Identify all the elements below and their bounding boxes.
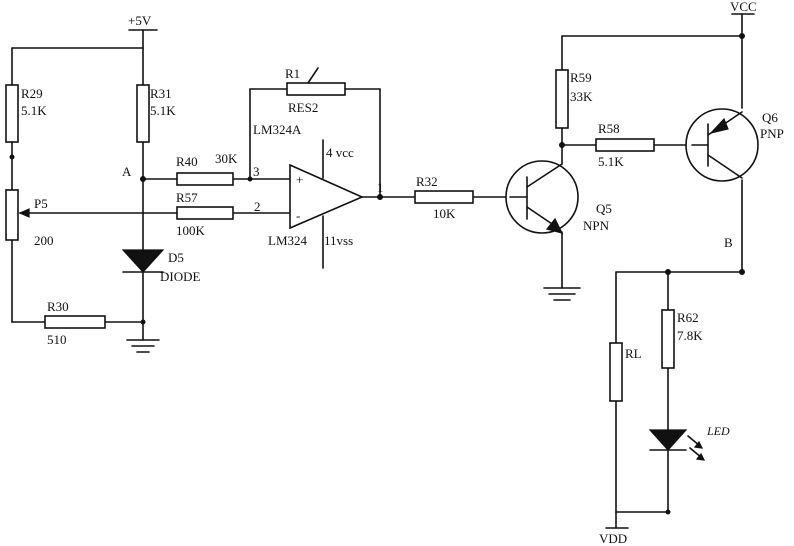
resistor-r62: R62 7.8K	[661, 309, 703, 369]
resistor-r31: R31 5.1K	[136, 84, 176, 143]
vcc-label: VCC	[730, 0, 757, 14]
q6-ref: Q6	[762, 110, 778, 125]
r58-ref: R58	[598, 121, 620, 136]
junction-r29-p5	[9, 154, 15, 160]
junction-opamp-out	[377, 194, 383, 200]
vdd-label: VDD	[599, 531, 627, 546]
wires-left	[11, 29, 291, 341]
resistor-r1: R1 RES2	[285, 66, 346, 115]
resistor-rl: RL	[609, 342, 642, 402]
resistor-r58: R58 5.1K	[595, 121, 655, 169]
r1-value: RES2	[288, 100, 318, 115]
junction-feedback-in	[247, 176, 253, 182]
q5-ref: Q5	[596, 201, 612, 216]
ground-symbol-left	[126, 339, 160, 353]
r62-ref: R62	[677, 310, 699, 325]
opamp-ref-bottom: LM324	[268, 233, 308, 248]
r57-value: 100K	[176, 223, 206, 238]
r32-value: 10K	[433, 206, 456, 221]
r40-value: 30K	[215, 151, 238, 166]
resistor-r29: R29 5.1K	[5, 84, 47, 143]
d5-value: DIODE	[160, 269, 200, 284]
r31-ref: R31	[150, 86, 172, 101]
diode-d5: D5 DIODE	[121, 249, 200, 284]
r31-value: 5.1K	[150, 103, 176, 118]
rl-ref: RL	[625, 346, 642, 361]
plus5v-rail: +5V	[128, 13, 152, 28]
resistor-r59: R59 33K	[555, 69, 593, 129]
r30-ref: R30	[47, 299, 69, 314]
junction-r62-top	[665, 269, 671, 275]
d5-ref: D5	[168, 250, 184, 265]
opamp-lm324: + - LM324A LM324 3 2 1 4 vcc 11vss	[253, 122, 384, 269]
r57-ref: R57	[176, 190, 198, 205]
opamp-pin-vss: 11vss	[324, 233, 353, 248]
transistor-q6-pnp: Q6 PNP	[685, 108, 784, 182]
junction-vcc	[739, 33, 745, 39]
transistor-q5-npn: Q5 NPN	[505, 144, 612, 289]
opamp-minus-sign: -	[296, 208, 300, 223]
p5-ref: P5	[34, 196, 48, 211]
r29-ref: R29	[21, 86, 43, 101]
resistor-r32: R32 10K	[414, 174, 474, 221]
p5-value: 200	[34, 233, 54, 248]
opamp-pin-vcc: 4 vcc	[326, 145, 354, 160]
ground-symbol-q5	[543, 287, 581, 301]
r30-value: 510	[47, 332, 67, 347]
opamp-pin-2: 2	[254, 199, 261, 214]
r32-ref: R32	[416, 174, 438, 189]
resistor-r57: R57 100K	[176, 190, 234, 238]
junction-r30	[140, 319, 146, 325]
node-a-label: A	[122, 164, 132, 179]
node-b-label: B	[724, 235, 733, 250]
vdd-rail: VDD	[599, 531, 627, 546]
q6-type: PNP	[760, 126, 784, 141]
led-diode: LED	[648, 424, 730, 461]
resistor-r40: R40 30K	[176, 151, 238, 186]
r29-value: 5.1K	[21, 103, 47, 118]
resistor-r30: R30 510	[44, 299, 106, 347]
junction-bottom	[665, 509, 671, 515]
potentiometer-p5: P5 200	[5, 189, 54, 248]
r58-value: 5.1K	[598, 154, 624, 169]
opamp-plus-sign: +	[296, 172, 303, 187]
opamp-pin-3: 3	[253, 164, 260, 179]
node-a: A	[122, 164, 146, 182]
node-b: B	[724, 235, 745, 275]
r62-value: 7.8K	[677, 328, 703, 343]
r40-ref: R40	[176, 154, 198, 169]
r59-value: 33K	[570, 89, 593, 104]
vcc-rail: VCC	[730, 0, 757, 15]
led-ref: LED	[706, 424, 730, 438]
feedback-path	[249, 88, 511, 198]
r59-ref: R59	[570, 70, 592, 85]
wires-right	[561, 13, 743, 529]
junction-q5-collector	[559, 142, 565, 148]
plus5v-label: +5V	[128, 13, 152, 28]
opamp-ref-top: LM324A	[253, 122, 302, 137]
r1-ref: R1	[285, 66, 300, 81]
q5-type: NPN	[583, 218, 610, 233]
